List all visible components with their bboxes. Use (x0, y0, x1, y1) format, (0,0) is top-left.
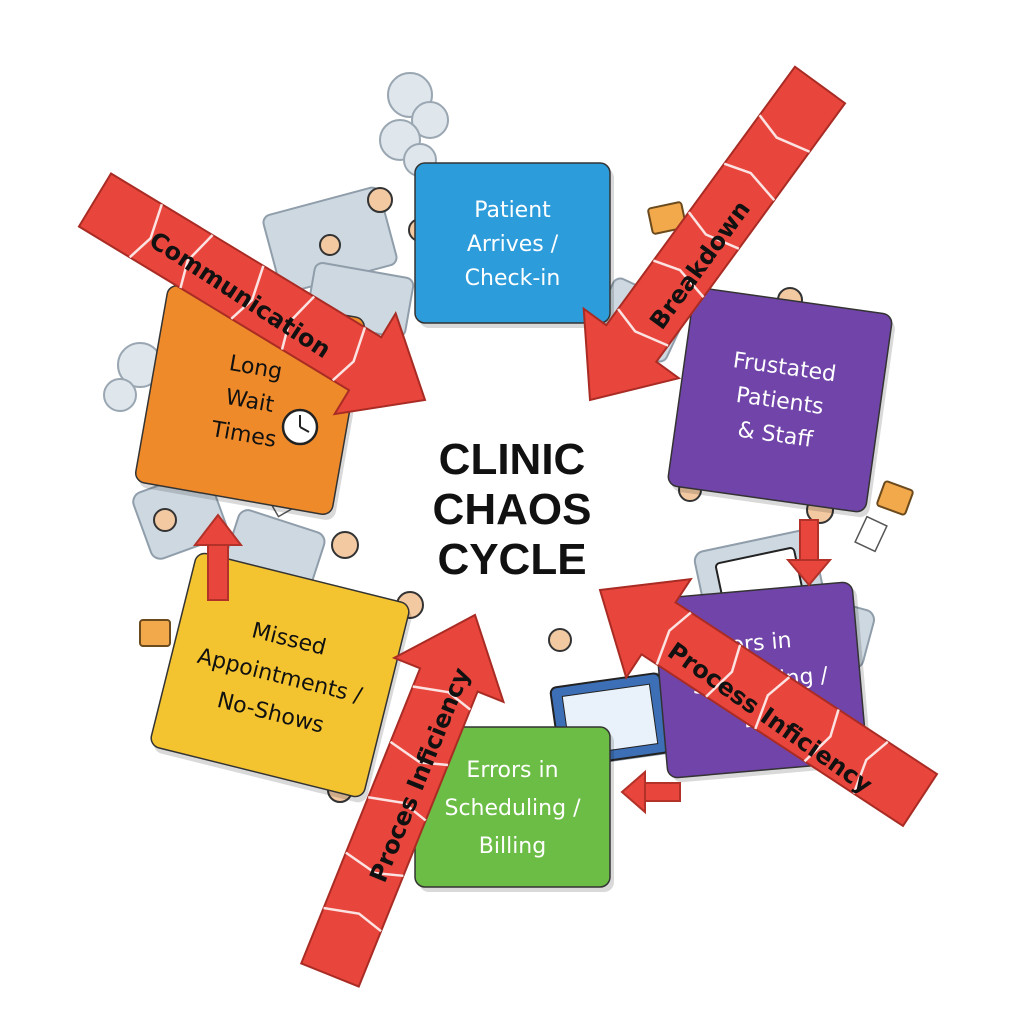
stage-label: Check-in (465, 266, 561, 291)
clock-icon (281, 408, 319, 446)
cycle-arrows (192, 513, 833, 815)
stage-box-errors-scheduling-billing: Errors in Scheduling / Billing (414, 726, 614, 892)
stage-label: Patient (474, 198, 551, 223)
stage-label: Scheduling / (445, 796, 582, 821)
center-title: CLINIC CHAOS CYCLE (433, 435, 592, 584)
stage-label: Billing (479, 834, 546, 859)
title-line-1: CLINIC (439, 435, 586, 484)
stage-label: Arrives / (467, 232, 559, 257)
title-line-3: CYCLE (437, 535, 586, 584)
title-line-2: CHAOS (433, 485, 592, 534)
left-arrow-icon (620, 769, 681, 815)
stage-label: Errors in (466, 758, 558, 783)
up-arrow-icon (192, 513, 244, 601)
down-arrow-icon (785, 519, 833, 587)
